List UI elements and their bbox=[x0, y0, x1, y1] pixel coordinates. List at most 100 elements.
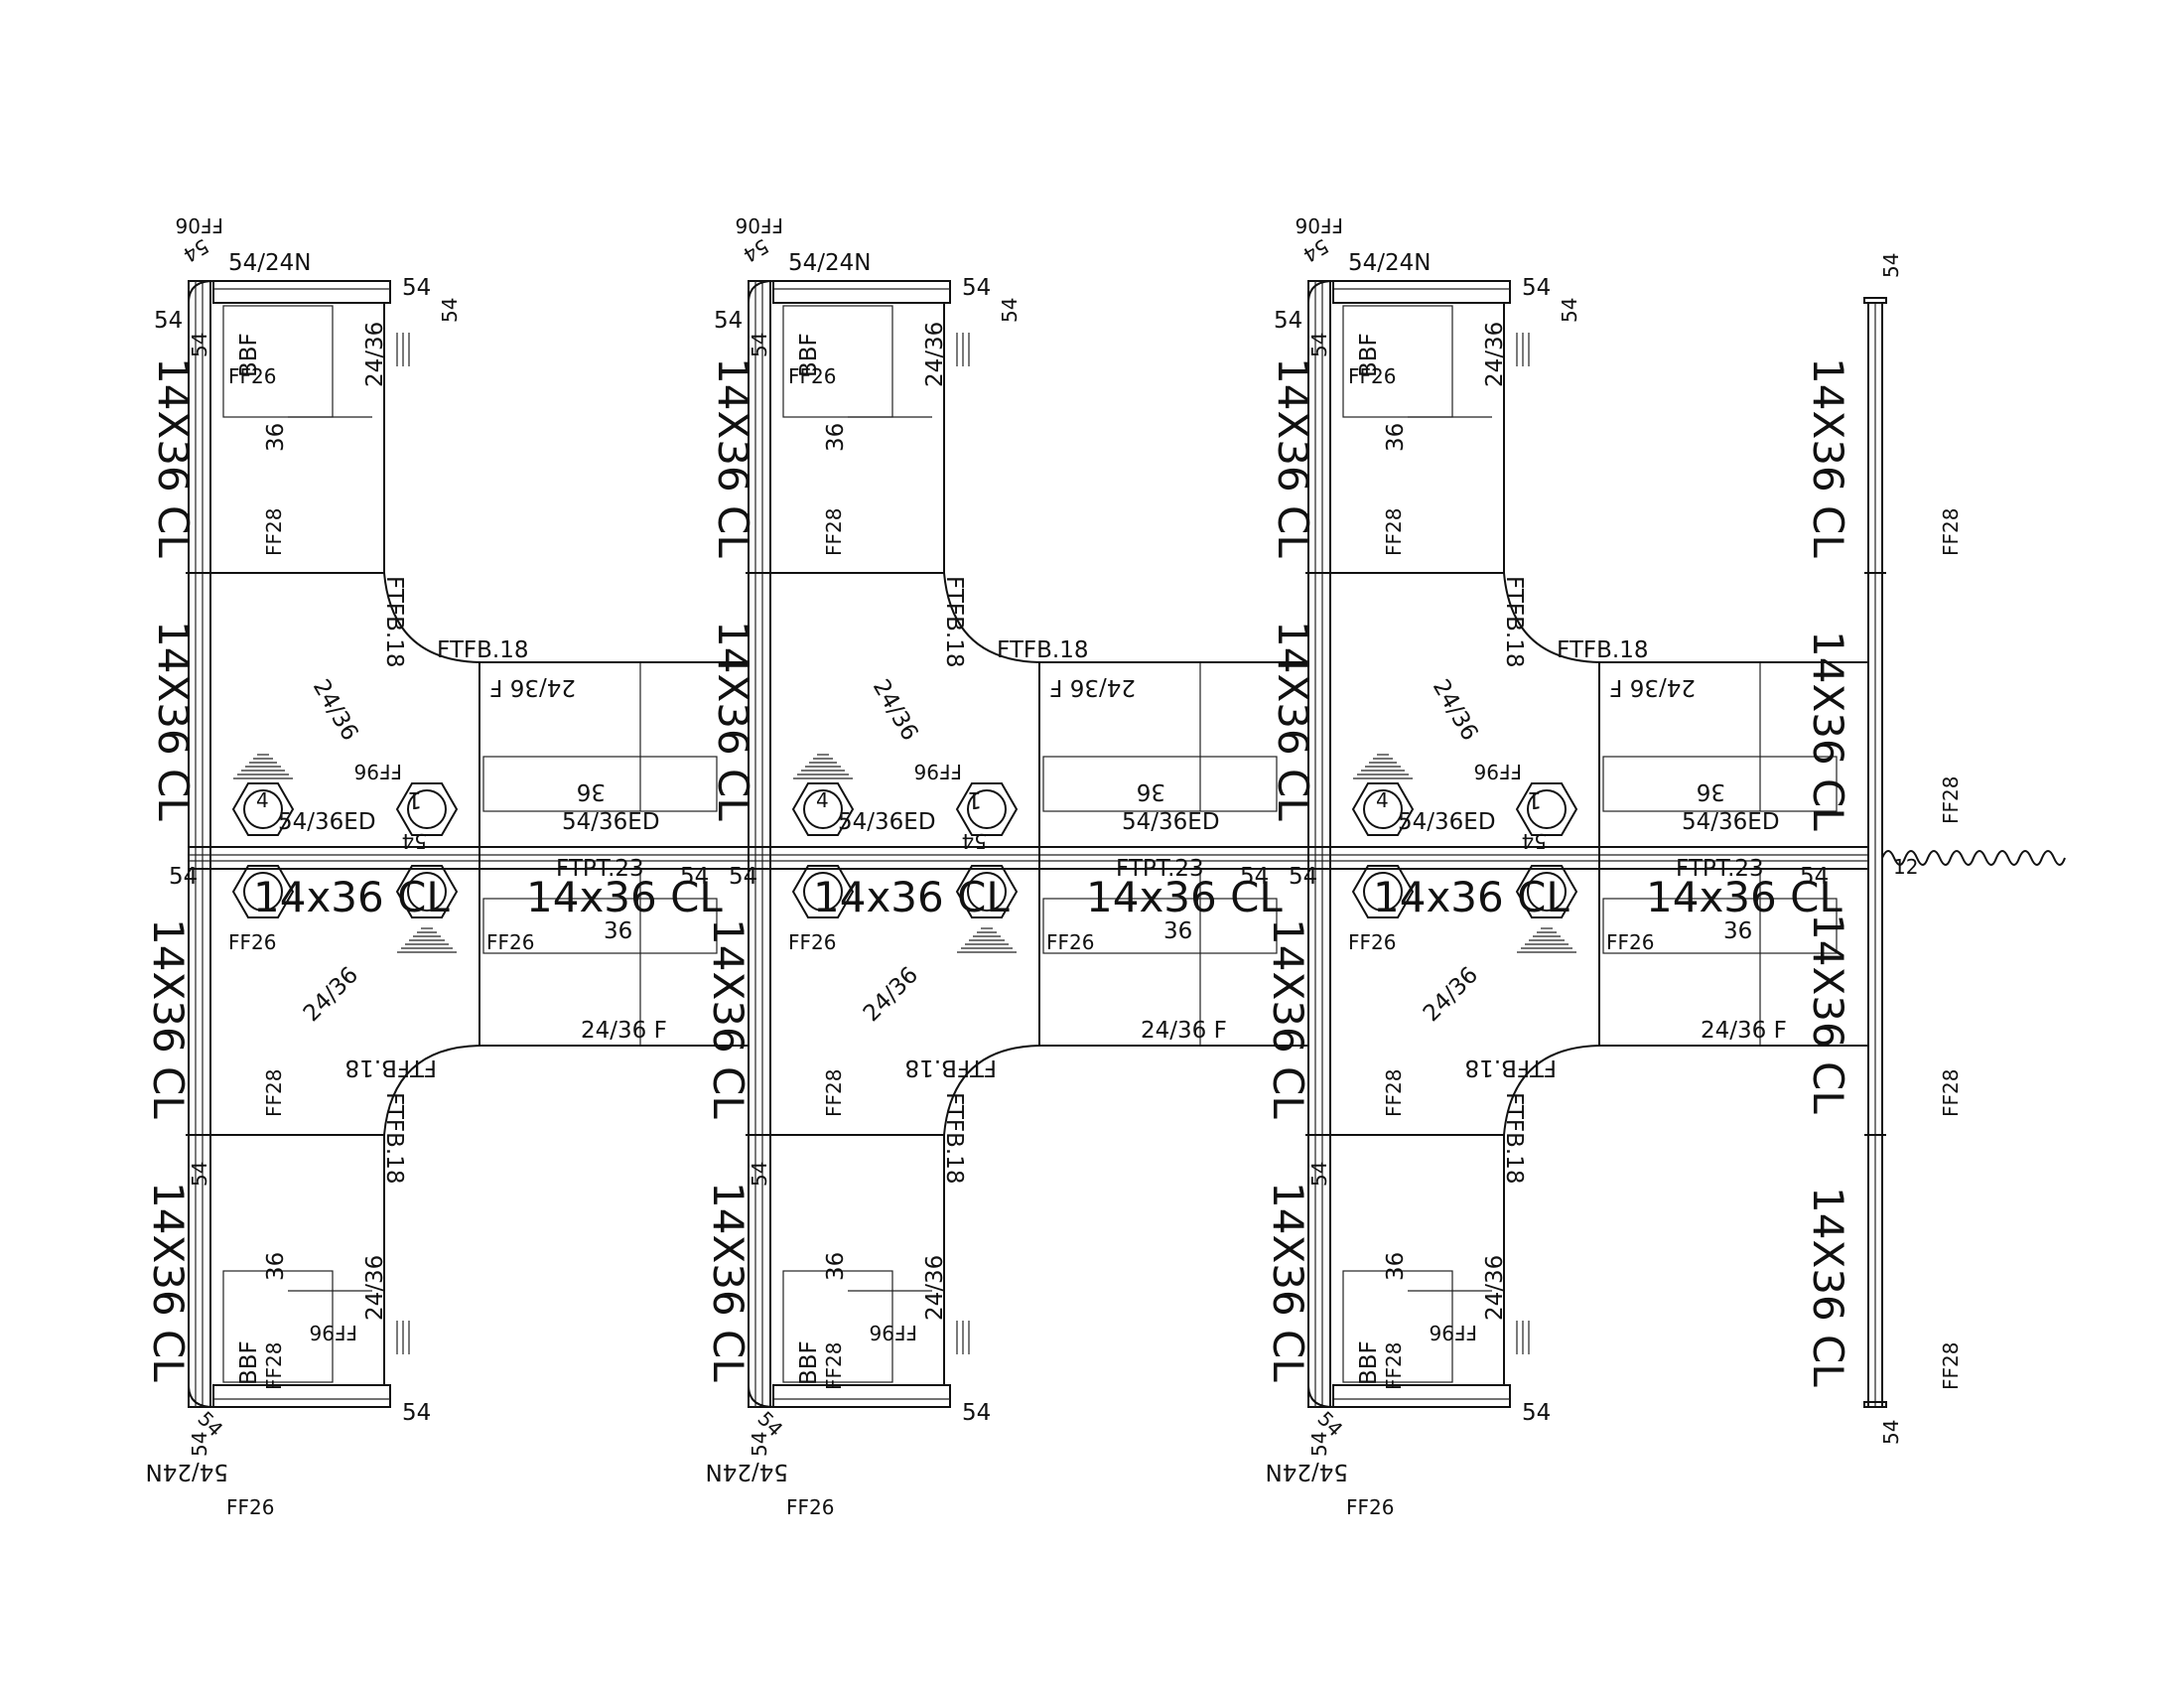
bbf-label: BBF bbox=[1356, 1340, 1382, 1385]
worksurface-curve bbox=[1503, 572, 1600, 663]
post-hex bbox=[955, 865, 1019, 918]
panel-size-label: 54 bbox=[748, 333, 771, 357]
panel-size-label: 54 bbox=[1274, 308, 1302, 334]
panel-spec-label: 14X36 CL bbox=[709, 621, 757, 821]
fitting-label: FTFB.18 bbox=[1501, 576, 1527, 667]
panel-size-label: 54 bbox=[1298, 234, 1332, 268]
finish-code-label: FF96 bbox=[914, 760, 962, 783]
dimension-label: 12 bbox=[1893, 855, 1918, 879]
finish-code-label: FF06 bbox=[736, 213, 783, 237]
post-hex bbox=[395, 865, 459, 918]
post-circle bbox=[1527, 789, 1567, 829]
panel-size-label: 54/24N bbox=[1266, 1459, 1349, 1484]
spine-panel bbox=[188, 280, 211, 1408]
end-panel-bottom bbox=[212, 1384, 391, 1408]
fitting-label: FTFB.18 bbox=[1557, 637, 1648, 663]
post-tag: 1 bbox=[1527, 786, 1542, 812]
panel-size-label: 54 bbox=[729, 864, 757, 890]
panel-size-label: 54 bbox=[1307, 1162, 1331, 1187]
fitting-label: FTFB.18 bbox=[941, 576, 967, 667]
panel-size-label: 54 bbox=[402, 275, 431, 301]
panel-size-label: 54/36ED bbox=[562, 809, 660, 835]
end-panel-top bbox=[1332, 280, 1511, 304]
finish-code-label: FF28 bbox=[262, 1069, 286, 1117]
finish-code-label: FF26 bbox=[786, 1495, 834, 1519]
finish-code-label: FF26 bbox=[1046, 930, 1094, 954]
panel-spec-label: 14X36 CL bbox=[1804, 631, 1852, 831]
end-panel-top bbox=[212, 280, 391, 304]
panel-spec-label: 14X36 CL bbox=[1264, 918, 1312, 1119]
fitting-label: FTPT.23 bbox=[556, 856, 644, 882]
panel-size-label: 54 bbox=[1307, 333, 1331, 357]
fitting-label: FTFB.18 bbox=[997, 637, 1088, 663]
finish-code-label: FF28 bbox=[822, 508, 846, 556]
panel-spec-label: 14X36 CL bbox=[709, 357, 757, 558]
dimension-label: 36 bbox=[1163, 918, 1192, 944]
panel-size-label: 54/24N bbox=[1348, 250, 1432, 276]
fitting-label: FTFB.18 bbox=[1501, 1092, 1527, 1184]
break-line bbox=[1881, 850, 2066, 866]
finish-code-label: FF28 bbox=[1939, 776, 1963, 824]
finish-code-label: FF96 bbox=[310, 1321, 357, 1344]
panel-size-label: 54/36ED bbox=[278, 809, 376, 835]
panel-size-label: 54 bbox=[1240, 864, 1269, 890]
worksurface-size-label: 24/36 bbox=[362, 1255, 388, 1321]
panel-size-label: 54 bbox=[169, 864, 198, 890]
spine-panel bbox=[1307, 280, 1331, 1408]
panel-spec-label: 14X36 CL bbox=[1269, 357, 1317, 558]
post-circle bbox=[967, 872, 1007, 912]
finish-code-label: FF26 bbox=[1346, 1495, 1394, 1519]
file-cabinet bbox=[1602, 756, 1838, 812]
post-tag: 4 bbox=[1376, 788, 1389, 812]
storage-unit bbox=[222, 1270, 334, 1383]
corner-curve bbox=[1307, 280, 1334, 304]
corner-curve bbox=[748, 1384, 774, 1408]
panel-size-label: 54 bbox=[1289, 864, 1317, 890]
panel-size-label: 54 bbox=[998, 298, 1022, 323]
panel-size-label: 54/24N bbox=[228, 250, 312, 276]
panel-size-label: 54 bbox=[1307, 1432, 1331, 1457]
panel-spec-label: 14X36 CL bbox=[149, 357, 198, 558]
worksurface-size-label: 24/36 F bbox=[489, 674, 576, 700]
finish-code-label: FF28 bbox=[1939, 508, 1963, 556]
worksurface-size-label: 24/36 bbox=[922, 1255, 948, 1321]
post-hex bbox=[791, 782, 855, 836]
panel-size-label: 54 bbox=[748, 1432, 771, 1457]
panel-spec-label: 14X36 CL bbox=[1804, 1187, 1852, 1387]
panel-size-label: 54 bbox=[1879, 253, 1903, 278]
file-cabinet bbox=[482, 898, 718, 954]
post-tag: 4 bbox=[816, 788, 829, 812]
panel-spec-label: 14X36 CL bbox=[1804, 357, 1852, 558]
panel-spec-label: 14x36 CL bbox=[526, 873, 723, 921]
panel-spec-label: 14X36 CL bbox=[1269, 621, 1317, 821]
finish-code-label: FF28 bbox=[1382, 1069, 1406, 1117]
file-cabinet bbox=[482, 756, 718, 812]
finish-code-label: FF28 bbox=[1939, 1342, 1963, 1390]
finish-code-label: FF26 bbox=[1348, 364, 1396, 388]
fitting-label: FTFB.18 bbox=[381, 1092, 407, 1184]
dimension-label: 36 bbox=[263, 423, 289, 452]
storage-unit bbox=[782, 1270, 893, 1383]
finish-code-label: FF26 bbox=[788, 364, 836, 388]
panel-size-label: 54 bbox=[179, 234, 212, 268]
worksurface-size-label: 24/36 bbox=[859, 962, 923, 1027]
post-hex bbox=[791, 865, 855, 918]
panel-size-label: 54 bbox=[1522, 1400, 1551, 1426]
finish-code-label: FF28 bbox=[262, 508, 286, 556]
post-circle bbox=[407, 872, 447, 912]
panel-spec-label: 14X36 CL bbox=[704, 1182, 752, 1382]
end-panel-top bbox=[772, 280, 951, 304]
post-circle bbox=[803, 872, 843, 912]
post-circle bbox=[967, 789, 1007, 829]
finish-code-label: FF28 bbox=[1382, 508, 1406, 556]
post-hex bbox=[1515, 865, 1578, 918]
storage-unit bbox=[782, 305, 893, 418]
panel-spec-label: 14x36 CL bbox=[1086, 873, 1283, 921]
storage-unit bbox=[222, 305, 334, 418]
dimension-label: 36 bbox=[1697, 778, 1725, 804]
fitting-label: FTFB.18 bbox=[345, 1055, 437, 1080]
finish-code-label: FF28 bbox=[1382, 1342, 1406, 1390]
finish-code-label: FF26 bbox=[228, 930, 276, 954]
